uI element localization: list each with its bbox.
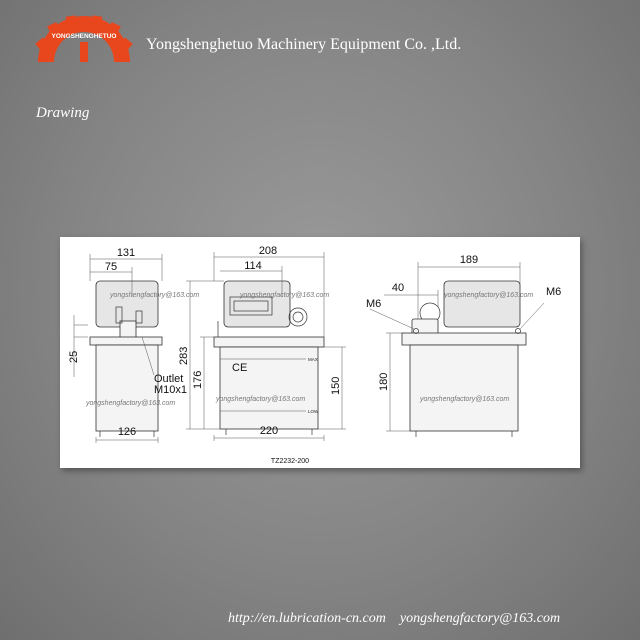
dim-220: 220 bbox=[260, 425, 278, 437]
dim-189: 189 bbox=[460, 254, 478, 266]
ce-mark: CE bbox=[232, 362, 247, 374]
watermark-5: yongshengfactory@163.com bbox=[443, 292, 533, 299]
watermark-3: yongshengfactory@163.com bbox=[239, 292, 329, 299]
company-name: Yongshenghetuo Machinery Equipment Co. ,… bbox=[146, 36, 462, 53]
watermark-4: yongshengfactory@163.com bbox=[215, 396, 305, 403]
side-view: 131 75 25 Outlet M10x1 126 yongshengfact… bbox=[68, 247, 199, 443]
technical-drawing-panel: 131 75 25 Outlet M10x1 126 yongshengfact… bbox=[60, 237, 580, 468]
dim-25: 25 bbox=[68, 351, 80, 363]
dim-131: 131 bbox=[117, 247, 135, 259]
dim-208: 208 bbox=[259, 245, 277, 257]
watermark-6: yongshengfactory@163.com bbox=[419, 396, 509, 403]
dim-75: 75 bbox=[105, 261, 117, 273]
watermark-2: yongshengfactory@163.com bbox=[85, 400, 175, 407]
dim-176: 176 bbox=[192, 371, 204, 389]
footer-email-link[interactable]: yongshengfactory@163.com bbox=[399, 611, 561, 626]
rear-view: 189 40 M6 M6 180 yongshengfactory@163.co… bbox=[366, 254, 561, 437]
section-title: Drawing bbox=[36, 105, 90, 121]
dim-283: 283 bbox=[178, 347, 190, 365]
technical-drawing: 131 75 25 Outlet M10x1 126 yongshengfact… bbox=[68, 245, 561, 465]
dim-180: 180 bbox=[378, 373, 390, 391]
gauge-max: MAX bbox=[308, 357, 318, 362]
model-code: TZ2232-200 bbox=[271, 458, 309, 465]
dim-126: 126 bbox=[118, 426, 136, 438]
outlet-thread: M10x1 bbox=[154, 384, 187, 396]
m6-left: M6 bbox=[366, 298, 381, 310]
watermark-1: yongshengfactory@163.com bbox=[109, 292, 199, 299]
footer-website-link[interactable]: http://en.lubrication-cn.com bbox=[228, 611, 386, 626]
front-view: MAX LOW CE 208 114 283 176 150 220 yong bbox=[178, 245, 346, 441]
logo-text: YONGSHENGHETUO bbox=[51, 33, 116, 40]
dim-40: 40 bbox=[392, 282, 404, 294]
m6-right: M6 bbox=[546, 286, 561, 298]
footer: http://en.lubrication-cn.com yongshengfac… bbox=[228, 611, 560, 627]
outlet-label: Outlet bbox=[154, 373, 183, 385]
dim-114: 114 bbox=[244, 260, 262, 272]
gauge-low: LOW bbox=[308, 409, 319, 414]
company-logo-icon: YONGSHENGHETUO bbox=[35, 15, 133, 62]
dim-150: 150 bbox=[330, 377, 342, 395]
